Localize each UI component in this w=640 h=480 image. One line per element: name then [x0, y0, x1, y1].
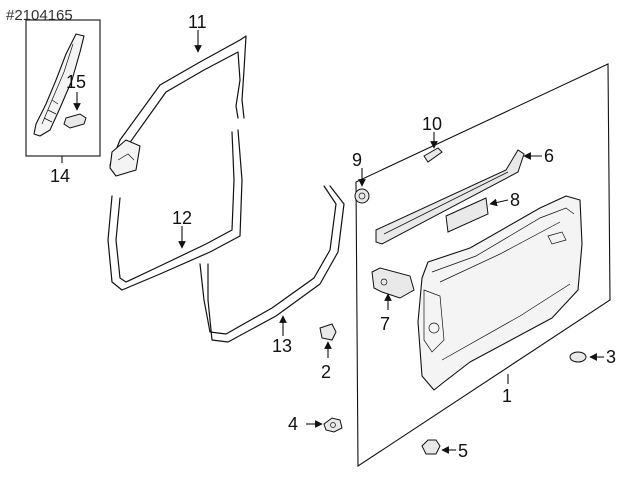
part-9-grommet	[354, 188, 370, 204]
callout-1: 1	[502, 386, 512, 406]
door-shell	[417, 195, 583, 391]
part-12-frame-seal: 12	[107, 129, 243, 291]
part-1-door-assembly: 1	[354, 63, 611, 468]
part-11-upper-weatherstrip: 11	[109, 12, 247, 177]
callout-12: 12	[172, 208, 192, 228]
inset-box	[25, 19, 101, 157]
part-13-lower-seal: 13	[199, 185, 345, 356]
callout-3: 3	[606, 347, 616, 367]
callout-11: 11	[188, 12, 207, 32]
part-3-plug	[569, 351, 587, 363]
part-10-pin	[423, 147, 443, 163]
callout-10: 10	[422, 114, 442, 134]
part-belt-rail	[375, 149, 525, 245]
part-7-bracket	[371, 267, 415, 299]
callout-6: 6	[544, 146, 554, 166]
callout-13: 13	[272, 336, 292, 356]
callout-2: 2	[321, 362, 331, 382]
callout-14: 14	[50, 166, 70, 186]
callout-4: 4	[288, 414, 298, 434]
part-15-clip	[63, 113, 87, 129]
part-8-plate	[445, 197, 489, 233]
door-background-panel	[355, 63, 611, 468]
part-5-cap	[421, 439, 441, 455]
callout-7: 7	[380, 314, 390, 334]
callout-9: 9	[352, 150, 362, 170]
callout-15: 15	[66, 72, 86, 92]
part-14-garnish	[33, 33, 85, 137]
callout-5: 5	[458, 441, 468, 461]
part-2-clip	[319, 323, 337, 341]
inset-part-14: 15 14	[25, 19, 101, 186]
callout-8: 8	[510, 190, 520, 210]
diagram-id-watermark: #2104165	[6, 7, 73, 24]
part-4-grommet	[323, 417, 343, 433]
